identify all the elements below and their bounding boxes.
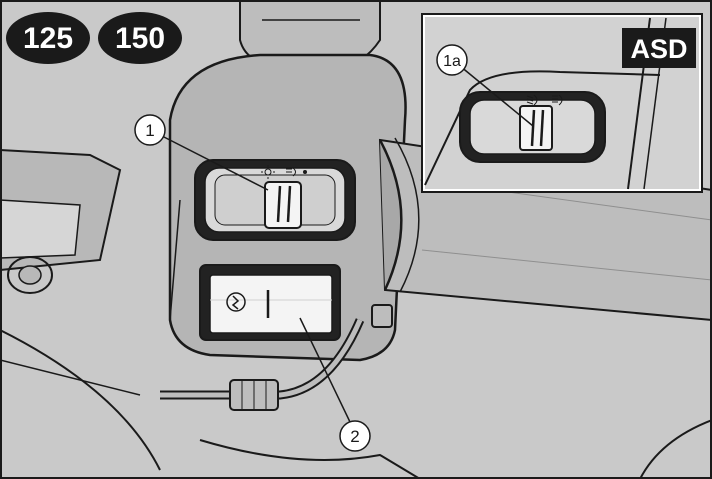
callout-1-circle [134, 114, 166, 146]
inset-panel: 1a ASD [421, 13, 703, 193]
asd-tag-label: ASD [630, 34, 687, 64]
model-badge-125: 125 [6, 12, 90, 64]
inset-rocker-mark-2 [539, 109, 545, 147]
cable [160, 319, 363, 398]
fairing-line-3 [199, 439, 421, 479]
badge-125-shape [6, 12, 90, 64]
screw-hole [7, 256, 53, 294]
fairing-line-4 [639, 419, 712, 479]
model-badge-150: 150 [98, 12, 182, 64]
dashboard-panel [0, 199, 81, 259]
rocker-mark-2 [286, 185, 292, 223]
fairing-line [0, 329, 161, 471]
callout-1a-label: 1a [443, 53, 461, 70]
callout-1-label: 1 [145, 121, 154, 140]
callout-1a-circle [436, 44, 468, 76]
inset-housing-line [424, 70, 661, 186]
high-beam-icon [552, 94, 563, 106]
indicator-dot [303, 170, 307, 174]
grip-texture-2 [421, 249, 712, 281]
callout-2-label: 2 [350, 427, 359, 446]
badge-125-label: 125 [23, 22, 73, 55]
badge-150-shape [98, 12, 182, 64]
inset-rocker-mark [530, 109, 536, 147]
grip-collar-ring [394, 137, 420, 293]
screw-head [18, 265, 42, 285]
light-switch-rocker [264, 181, 302, 229]
sun-icon [261, 165, 275, 179]
badge-150-label: 150 [115, 22, 165, 55]
low-beam-icon [526, 94, 538, 106]
hazard-switch-rocker [209, 274, 333, 334]
hazard-icon [226, 292, 246, 312]
fairing-line-2 [0, 359, 141, 396]
asd-tag-box [622, 28, 696, 68]
rocker-mark [276, 185, 282, 223]
grip-collar [378, 139, 403, 291]
cable-clip [371, 304, 393, 328]
inset-switch-rocker [519, 105, 553, 151]
callout-1a-leader [459, 65, 534, 127]
housing-edge [169, 199, 181, 321]
high-beam-icon [286, 167, 296, 177]
callout-2-leader [299, 317, 351, 423]
connector-ribs [241, 380, 267, 410]
callout-1-leader [161, 135, 269, 191]
callout-2-circle [339, 420, 371, 452]
